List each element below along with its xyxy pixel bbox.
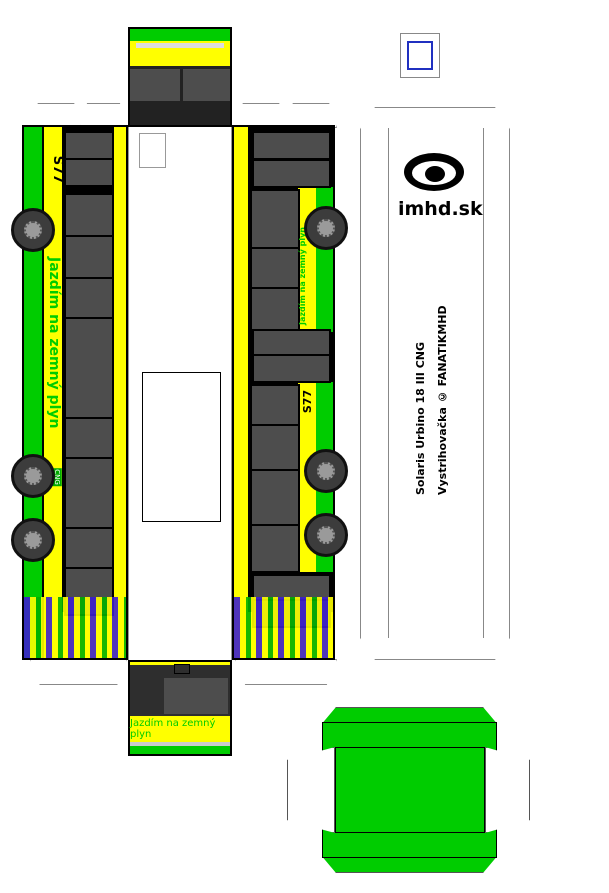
fleet-number: S77 (50, 155, 66, 184)
fleet-number-right: S77 (301, 389, 315, 414)
glue-tab (235, 659, 337, 685)
rear-slogan: Jazdím na zemný plyn (130, 718, 216, 740)
decor-pattern (24, 597, 126, 658)
slogan-left: Jazdím na zemný plyn (46, 257, 62, 429)
window (252, 159, 331, 188)
window (250, 469, 300, 528)
window (250, 384, 300, 428)
roof-tank-cover (142, 372, 221, 522)
small-part (400, 33, 440, 78)
bus-right-side: Jazdím na zemný plyn S77 (232, 125, 335, 660)
green-stripe (24, 127, 44, 658)
decor-pattern (234, 597, 333, 658)
green-box-part (287, 707, 530, 873)
window (252, 131, 331, 160)
window (64, 193, 114, 239)
window (250, 524, 300, 573)
base-part (360, 107, 510, 660)
wheel (304, 513, 348, 557)
roof-hatch (139, 133, 166, 168)
window (250, 247, 300, 291)
wheel (11, 454, 55, 498)
window (252, 354, 331, 383)
bus-front (128, 27, 232, 127)
window (64, 527, 114, 571)
window (64, 317, 114, 421)
window (64, 417, 114, 461)
imhd-logo (402, 150, 466, 195)
slogan-right: Jazdím na zemný plyn (298, 227, 307, 325)
glue-tab (30, 659, 127, 685)
window (64, 131, 114, 160)
window (64, 277, 114, 321)
window (250, 424, 300, 473)
bus-roof (128, 127, 232, 660)
window (250, 189, 300, 251)
wheel (11, 208, 55, 252)
credits-author: Vystrihovačka © FANATIKMHD (436, 305, 449, 495)
credits-model: Solaris Urbino 18 III CNG (414, 341, 427, 495)
wheel (304, 449, 348, 493)
window (250, 287, 300, 331)
window (64, 158, 114, 187)
bus-left-side: S77 Jazdím na zemný plyn CNG (22, 125, 128, 660)
bus-rear: Jazdím na zemný plyn (128, 660, 232, 756)
wheel (11, 518, 55, 562)
window (64, 235, 114, 281)
wheel (304, 206, 348, 250)
window (64, 457, 114, 531)
logo-text: imhd.sk (398, 198, 483, 220)
